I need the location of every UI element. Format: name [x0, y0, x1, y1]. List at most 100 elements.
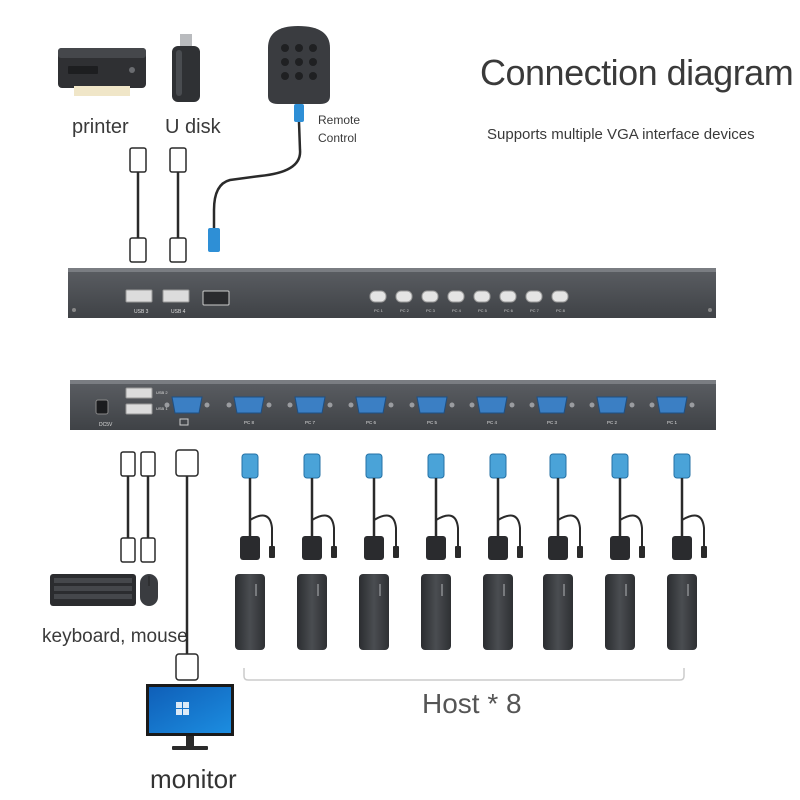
printer-icon — [58, 48, 146, 96]
usb-cable — [435, 514, 459, 548]
host-pc-group — [605, 453, 645, 650]
pc-select-button[interactable] — [447, 290, 465, 303]
usb-plug-icons-kbm — [120, 451, 156, 563]
screw-icon — [449, 402, 455, 408]
vga-plug-icon — [673, 453, 691, 479]
vga-connector-icon — [548, 536, 568, 560]
keyboard-icon — [50, 574, 136, 606]
usb-cable — [249, 514, 273, 548]
usb-plug-icon — [331, 546, 337, 558]
vga-port-label: PC 4 — [487, 420, 498, 425]
screw-icon — [327, 402, 333, 408]
usb-cables-kbm — [126, 476, 150, 540]
keyboard-mouse-label: keyboard, mouse — [42, 626, 188, 647]
usb-port-3-icon — [125, 289, 153, 303]
vga-connector-icon — [426, 536, 446, 560]
vga-port-label: PC 1 — [667, 420, 678, 425]
diagram-title: Connection diagram — [480, 52, 794, 93]
usb-plug-icon — [455, 546, 461, 558]
host-pc-icon — [297, 574, 327, 650]
host-pc-icon — [605, 574, 635, 650]
monitor-port-icon — [179, 418, 189, 426]
screw-icon — [409, 402, 415, 408]
remote-label-line1: Remote — [318, 113, 361, 127]
screw-icon — [629, 402, 635, 408]
vga-connector-icon — [610, 536, 630, 560]
pc-select-button[interactable] — [551, 290, 569, 303]
vga-connector-icon — [240, 536, 260, 560]
vga-connector-icon — [364, 536, 384, 560]
usb-port-4-icon — [162, 289, 190, 303]
printer-label: printer — [72, 116, 129, 138]
usb-drive-icon — [172, 34, 200, 102]
host-pc-icon — [359, 574, 389, 650]
power-jack-icon — [95, 399, 109, 415]
mouse-icon — [140, 574, 158, 606]
vga-port-label: PC 6 — [366, 420, 377, 425]
power-label: DC5V — [99, 422, 113, 428]
host-pc-group — [421, 453, 461, 650]
screw-icon — [469, 402, 475, 408]
vga-plug-icon — [427, 453, 445, 479]
pc-select-button[interactable] — [395, 290, 413, 303]
pc-vga-port-icon — [294, 396, 326, 414]
vga-plug-icon — [549, 453, 567, 479]
usb-plug-icon — [393, 546, 399, 558]
pc-vga-port-icon — [596, 396, 628, 414]
remote-cable — [212, 121, 302, 232]
host-pc-icon — [543, 574, 573, 650]
usb-cable — [373, 514, 397, 548]
host-pc-group — [483, 453, 523, 650]
pc-select-button[interactable] — [421, 290, 439, 303]
pc-select-button[interactable] — [473, 290, 491, 303]
pc-select-button[interactable] — [499, 290, 517, 303]
rear-usb-label: USB 1 — [156, 406, 168, 411]
front-usb-label: USB 4 — [171, 309, 186, 315]
udisk-label: U disk — [165, 116, 221, 138]
host-pc-group — [297, 453, 337, 650]
usb-cable — [497, 514, 521, 548]
pc-vga-port-icon — [536, 396, 568, 414]
monitor-vga-cable — [175, 449, 199, 681]
vga-plug-icon — [489, 453, 507, 479]
host-pc-icon — [235, 574, 265, 650]
pc-select-button[interactable] — [369, 290, 387, 303]
host-pc-group — [359, 453, 399, 650]
usb-plug-icon — [701, 546, 707, 558]
usb-plug-icon — [639, 546, 645, 558]
hosts-bracket — [243, 668, 685, 681]
pc-button-label: PC 2 — [400, 308, 410, 313]
pc-vga-port-icon — [355, 396, 387, 414]
pc-select-button[interactable] — [525, 290, 543, 303]
pc-button-label: PC 4 — [452, 308, 462, 313]
monitor-icon — [146, 684, 234, 750]
usb-plug-icons-top — [129, 147, 187, 263]
usb-cable — [619, 514, 643, 548]
screw-icon — [649, 402, 655, 408]
pc-button-label: PC 6 — [504, 308, 514, 313]
monitor-vga-port-icon — [171, 396, 203, 414]
usb-port-2-icon — [125, 387, 153, 399]
screw-icon — [348, 402, 354, 408]
vga-port-label: PC 3 — [547, 420, 558, 425]
usb-port-1-icon — [125, 403, 153, 415]
host-pc-group — [235, 453, 275, 650]
screw-icon — [589, 402, 595, 408]
usb-plug-icon — [577, 546, 583, 558]
host-pc-group — [667, 453, 707, 650]
vga-connector-icon — [302, 536, 322, 560]
pc-button-label: PC 8 — [556, 308, 566, 313]
host-pc-icon — [483, 574, 513, 650]
pc-vga-port-icon — [416, 396, 448, 414]
screw-icon — [226, 402, 232, 408]
pc-button-label: PC 7 — [530, 308, 540, 313]
vga-port-label: PC 5 — [427, 420, 438, 425]
host-pc-group — [543, 453, 583, 650]
vga-port-label: PC 8 — [244, 420, 255, 425]
screw-icon — [287, 402, 293, 408]
usb-plug-icon — [269, 546, 275, 558]
pc-button-label: PC 3 — [426, 308, 436, 313]
usb-cable — [557, 514, 581, 548]
screw-icon — [509, 402, 515, 408]
